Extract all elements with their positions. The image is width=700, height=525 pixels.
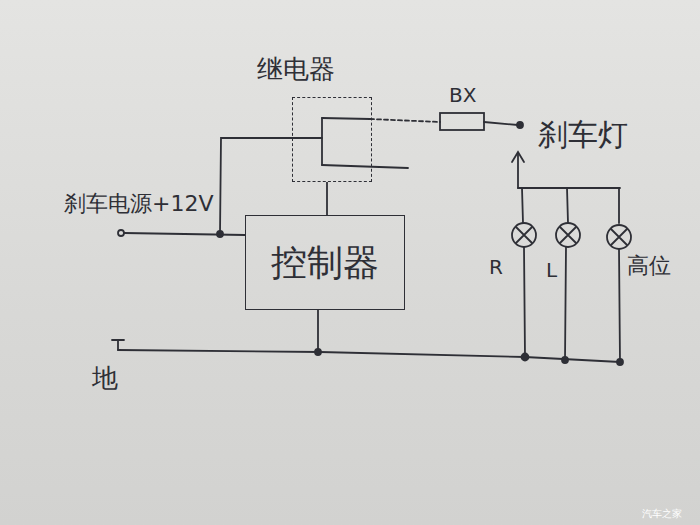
lamp-ground-wire — [524, 247, 620, 362]
junction-dot — [617, 359, 623, 365]
relay-box: 继电器 — [292, 97, 372, 182]
relay-contact — [322, 118, 370, 119]
controller-ground-wire — [317, 310, 319, 352]
connector-wire — [326, 182, 328, 215]
terminal — [517, 122, 523, 128]
node-label: 控制器 — [271, 243, 379, 283]
arrow-line — [517, 154, 519, 188]
lamp-label: 高位 — [627, 254, 671, 278]
relay-contact — [322, 165, 408, 168]
relay-output-wire — [370, 119, 440, 122]
lamp-wire — [522, 188, 619, 223]
relay-feed-wire — [220, 138, 322, 234]
junction-dot — [522, 354, 529, 361]
watermark: 汽车之家 — [642, 508, 682, 519]
ground-symbol — [112, 340, 124, 350]
lamp-label: L — [546, 259, 557, 281]
fuse-symbol — [440, 113, 484, 130]
component-label: 刹车灯 — [538, 118, 628, 151]
junction-dot — [562, 357, 568, 363]
lamp-bus — [518, 187, 620, 189]
lamp-label: R — [489, 256, 503, 278]
node-heading: 继电器 — [257, 55, 335, 84]
lamp-symbol — [607, 225, 631, 249]
junction-dot — [315, 349, 321, 355]
lamp-symbol — [512, 223, 536, 247]
relay-contact — [321, 118, 323, 165]
controller-box: 控制器 — [245, 215, 405, 310]
power-label: 刹车电源+12V — [64, 192, 213, 216]
fuse-label: BX — [449, 84, 476, 106]
lamp-symbol — [556, 223, 580, 247]
arrow-head — [512, 152, 524, 162]
ground-wire — [118, 350, 620, 362]
fuse-wire — [484, 122, 518, 125]
ground-label: 地 — [92, 364, 118, 393]
power-wire — [124, 233, 245, 235]
